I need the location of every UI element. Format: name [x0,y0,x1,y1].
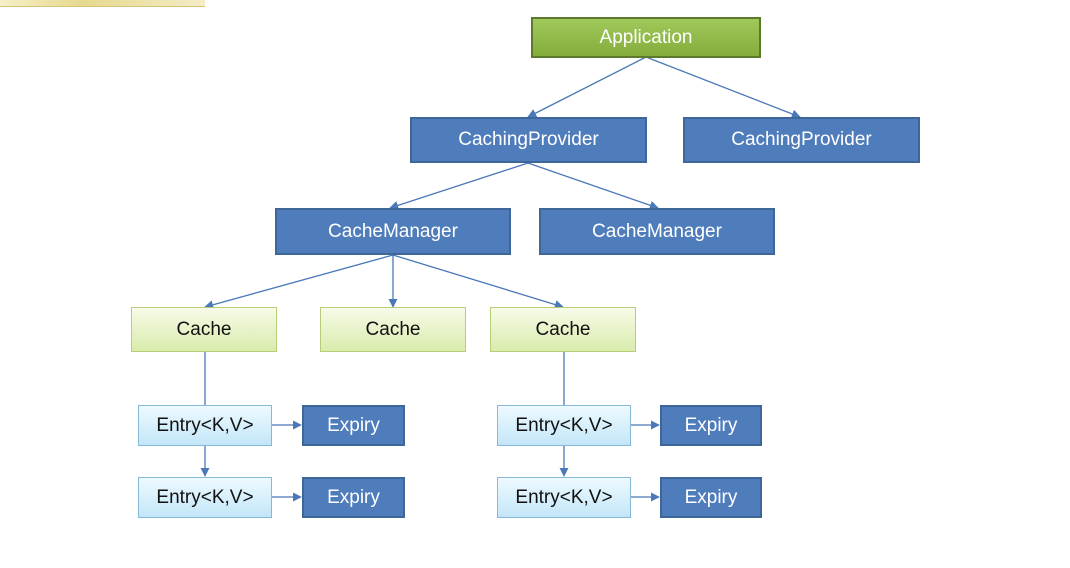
cache-node-3: Cache [490,307,636,352]
expiry-node-2: Expiry [302,477,405,518]
expiry-node-4: Expiry [660,477,762,518]
connector-application-to-provider-2 [645,56,801,119]
corner-decoration [0,0,205,7]
cache-manager-node-1: CacheManager [275,208,511,255]
caching-provider-node-1: CachingProvider [410,117,647,163]
expiry-label: Expiry [327,414,380,436]
expiry-node-3: Expiry [660,405,762,446]
entry-node-2: Entry<K,V> [138,477,272,518]
expiry-label: Expiry [327,486,380,508]
cache-node-1: Cache [131,307,277,352]
entry-label: Entry<K,V> [156,414,254,436]
application-label: Application [599,26,693,48]
entry-label: Entry<K,V> [156,486,254,508]
connector-application-to-provider-1 [527,56,647,118]
cache-manager-label: CacheManager [592,220,722,242]
connector-manager-to-cache-3 [392,254,564,309]
entry-label: Entry<K,V> [515,486,613,508]
expiry-label: Expiry [684,414,738,436]
cache-label: Cache [365,318,421,340]
cache-manager-node-2: CacheManager [539,208,775,255]
connector-manager-to-cache-1 [204,254,394,310]
caching-provider-label: CachingProvider [458,129,599,150]
cache-node-2: Cache [320,307,466,352]
caching-provider-node-2: CachingProvider [683,117,920,163]
entry-node-1: Entry<K,V> [138,405,272,446]
cache-label: Cache [176,318,232,340]
entry-node-4: Entry<K,V> [497,477,631,518]
expiry-label: Expiry [684,486,738,508]
entry-node-3: Entry<K,V> [497,405,631,446]
expiry-node-1: Expiry [302,405,405,446]
cache-manager-label: CacheManager [328,220,458,242]
application-node: Application [531,17,761,58]
cache-label: Cache [535,318,591,340]
connector-provider-to-manager-2 [527,162,659,210]
connector-provider-to-manager-1 [389,162,529,210]
entry-label: Entry<K,V> [515,414,613,436]
caching-provider-label: CachingProvider [731,129,872,150]
